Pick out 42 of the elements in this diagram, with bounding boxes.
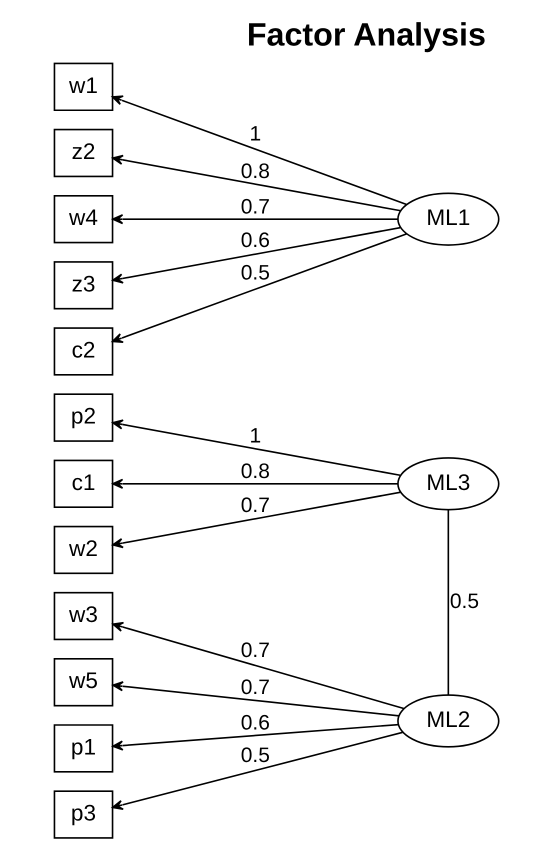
arrow	[112, 233, 407, 343]
arrow	[112, 681, 399, 717]
node-box: w4	[54, 194, 114, 244]
node-box: w5	[54, 658, 114, 706]
node-box: p3	[54, 790, 114, 839]
node-box: w1	[54, 62, 114, 112]
node-ellipse: ML2	[397, 694, 500, 748]
arrow	[112, 154, 400, 212]
arrow	[112, 724, 398, 751]
node-box: z3	[54, 261, 114, 310]
arrow	[112, 419, 400, 476]
edge-label: 0.5	[240, 744, 270, 767]
edge-label: 0.6	[240, 229, 270, 252]
edge-label: 0.8	[240, 160, 270, 183]
arrow	[112, 478, 398, 489]
node-box: p2	[54, 393, 114, 442]
node-ellipse: ML3	[397, 457, 500, 510]
edge-label: 1	[250, 424, 262, 448]
arrow	[112, 492, 400, 548]
edge-label: 0.8	[240, 460, 270, 483]
edge-label: 0.5	[450, 590, 480, 613]
edge-label: 0.7	[240, 639, 270, 662]
arrow	[112, 214, 398, 224]
arrow	[112, 732, 403, 810]
node-ellipse: ML1	[397, 192, 500, 246]
edge-label: 1	[250, 122, 262, 146]
node-box: c1	[54, 460, 114, 508]
arrow	[112, 95, 407, 206]
node-box: w2	[54, 526, 114, 574]
edge-label: 0.7	[240, 676, 270, 700]
edge-label: 0.5	[240, 262, 270, 285]
arrow	[112, 622, 404, 710]
node-box: z2	[54, 128, 114, 178]
connector	[448, 510, 450, 695]
edge-label: 0.7	[240, 494, 270, 517]
edge-label: 0.7	[240, 195, 270, 218]
node-box: p1	[54, 724, 114, 773]
edge-label: 0.6	[240, 712, 270, 735]
node-box: w3	[54, 592, 114, 640]
diagram-title: Factor Analysis	[246, 16, 486, 53]
arrow	[112, 226, 400, 284]
node-box: c2	[54, 327, 114, 376]
